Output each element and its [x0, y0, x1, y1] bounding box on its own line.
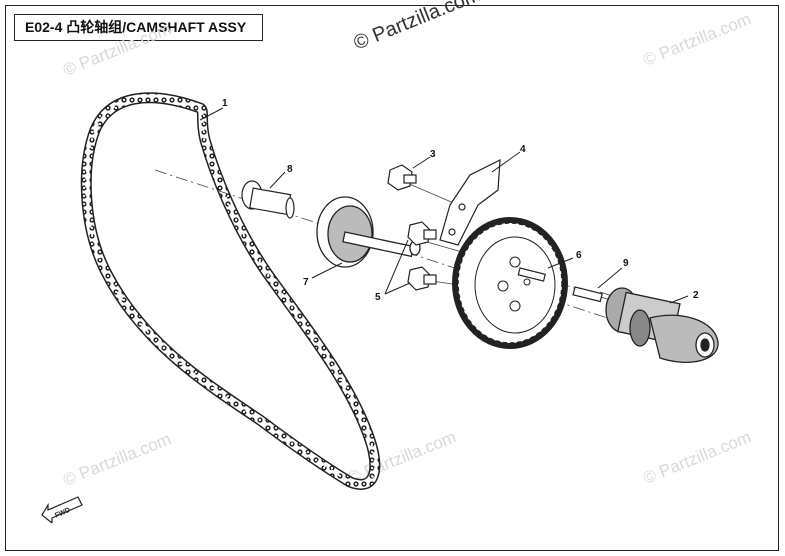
callout-3: 3 — [430, 149, 436, 160]
decompressor-7 — [316, 196, 421, 268]
callout-6: 6 — [576, 250, 582, 261]
callout-7: 7 — [303, 277, 309, 288]
fwd-arrow-icon: FWD — [41, 496, 83, 523]
bolt-3 — [387, 164, 417, 191]
bolts-5 — [407, 221, 437, 291]
callout-4: 4 — [520, 144, 526, 155]
shaft-pin-8 — [241, 180, 295, 219]
pin-9 — [572, 286, 603, 303]
dowel-6 — [517, 267, 546, 282]
callout-2: 2 — [693, 290, 699, 301]
camshaft-2 — [605, 287, 719, 363]
cam-sprocket — [452, 217, 568, 349]
diagram-title: E02-4 凸轮轴组/CAMSHAFT ASSY — [14, 14, 263, 41]
callout-9: 9 — [623, 258, 629, 269]
callout-8: 8 — [287, 164, 293, 175]
callout-1: 1 — [222, 98, 228, 109]
callout-5: 5 — [375, 292, 381, 303]
leader-lines — [199, 107, 689, 304]
timing-chain — [80, 92, 381, 490]
diagram-frame — [5, 5, 779, 551]
lock-plate-4 — [439, 158, 501, 246]
callouts: 1 2 3 4 5 6 7 8 9 — [222, 98, 699, 303]
